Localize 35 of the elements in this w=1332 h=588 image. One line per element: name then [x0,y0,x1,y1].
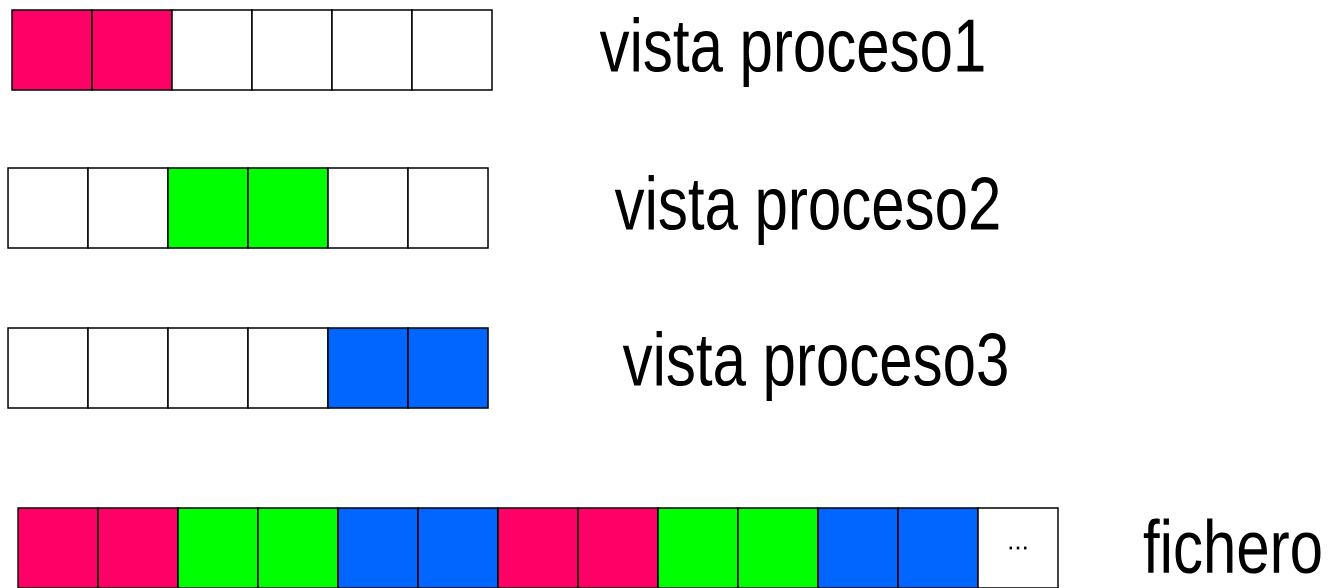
cell [897,507,979,588]
cell [97,507,179,588]
cell [327,167,409,249]
cell [577,507,659,588]
cell [7,327,89,409]
label-text: vista proceso3 [622,331,1007,401]
cell [167,327,249,409]
cell [87,327,169,409]
cell [17,507,99,588]
cell [407,327,489,409]
cell [737,507,819,588]
cell [11,9,93,91]
cell [327,327,409,409]
cell [247,327,329,409]
cell [7,167,89,249]
ellipsis-cell: ... [977,507,1059,588]
cell [251,9,333,91]
cell [337,507,419,588]
cell [247,167,329,249]
cell [87,167,169,249]
cell [657,507,739,588]
cell [407,167,489,249]
cell [331,9,413,91]
label-text: vista proceso2 [614,175,999,245]
cell [177,507,259,588]
cell [91,9,173,91]
cell [411,9,493,91]
cell [417,507,499,588]
cell [257,507,339,588]
cell [817,507,899,588]
label-text: fichero [1143,518,1321,574]
cell [171,9,253,91]
label-text: vista proceso1 [599,17,984,87]
cell [167,167,249,249]
cell [497,507,579,588]
